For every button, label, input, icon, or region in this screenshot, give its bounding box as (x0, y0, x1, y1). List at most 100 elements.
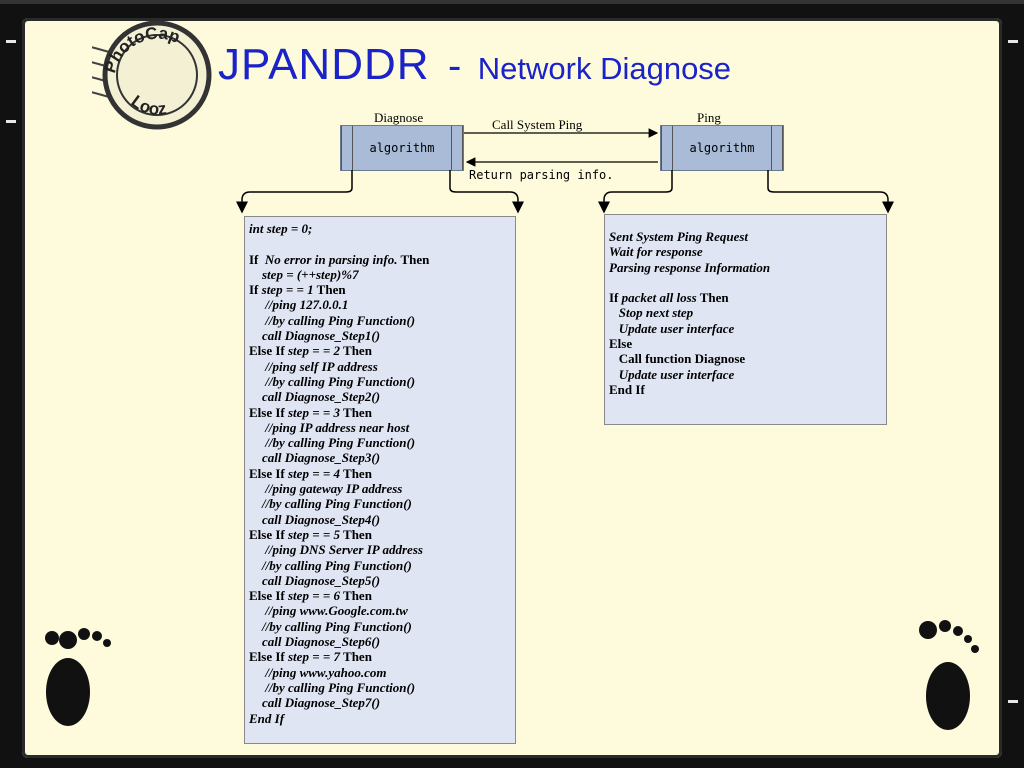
box-side-bar (341, 126, 353, 170)
code-segment: call Diagnose_Step5() (249, 572, 381, 588)
title-separator: - (447, 44, 462, 88)
box-side-bar (771, 126, 783, 170)
code-segment: If (249, 251, 265, 267)
code-line: Update user interface (609, 321, 886, 336)
code-segment: step = = 7 (288, 649, 341, 665)
code-segment: Wait for response (609, 244, 703, 260)
box-side-bar (451, 126, 463, 170)
code-segment: step = = 6 (288, 588, 341, 604)
code-segment: //ping DNS Server IP address (249, 542, 423, 558)
code-segment: Then (397, 251, 430, 267)
left-branch-arrow-2 (449, 170, 524, 214)
return-parsing-label: Return parsing info. (469, 168, 614, 182)
code-line: //ping www.yahoo.com (249, 665, 515, 680)
code-segment: Sent System Ping Request (609, 229, 749, 244)
code-segment: End If (609, 381, 645, 397)
code-line: call Diagnose_Step2() (249, 389, 515, 404)
diagnose-algorithm-text: algorithm (369, 141, 435, 155)
code-segment: Else If (249, 526, 288, 542)
code-line: call Diagnose_Step5() (249, 573, 515, 588)
code-line: Else If step = = 5 Then (249, 527, 515, 542)
code-line: Else If step = = 2 Then (249, 343, 515, 358)
photocap-stamp-icon: PhotoCap Looz (92, 20, 212, 130)
code-segment: step = = 3 (288, 404, 341, 420)
ping-algorithm-box: algorithm (660, 125, 784, 171)
code-segment: Then (340, 588, 372, 604)
code-line: int step = 0; (249, 221, 515, 236)
diagnose-algorithm-box: algorithm (340, 125, 464, 171)
code-line (249, 236, 515, 251)
code-line: call Diagnose_Step1() (249, 328, 515, 343)
code-line: //by calling Ping Function() (249, 496, 515, 511)
right-branch-arrow-1 (598, 170, 673, 214)
edge-mark (1008, 700, 1018, 703)
code-line: //ping gateway IP address (249, 481, 515, 496)
code-line: //ping self IP address (249, 359, 515, 374)
code-line: call Diagnose_Step6() (249, 634, 515, 649)
code-segment: call Diagnose_Step6() (249, 634, 381, 650)
code-line: //by calling Ping Function() (249, 435, 515, 450)
code-line: //by calling Ping Function() (249, 558, 515, 573)
code-segment: Then (340, 649, 372, 665)
code-segment: Else If (249, 588, 288, 604)
code-segment: step = (++step)%7 (249, 266, 359, 282)
top-edge (0, 0, 1024, 4)
code-segment: //by calling Ping Function() (249, 618, 412, 634)
code-segment: Else If (249, 649, 288, 665)
ping-algorithm-text: algorithm (689, 141, 755, 155)
code-segment: If (249, 282, 262, 298)
code-line: Update user interface (609, 367, 886, 382)
code-segment: Call function Diagnose (609, 351, 746, 367)
code-line: //by calling Ping Function() (249, 374, 515, 389)
code-line: //by calling Ping Function() (249, 313, 515, 328)
code-segment: //by calling Ping Function() (249, 435, 416, 451)
code-segment: No error in parsing info. (264, 251, 398, 267)
code-segment: Then (340, 404, 372, 420)
code-line: //ping IP address near host (249, 420, 515, 435)
code-segment: //ping www.yahoo.com (249, 664, 387, 680)
code-line: Sent System Ping Request (609, 229, 886, 244)
code-segment: Then (340, 465, 372, 481)
code-segment: Stop next step (609, 305, 694, 321)
code-line: //by calling Ping Function() (249, 680, 515, 695)
code-segment: Parsing response Information (609, 259, 771, 275)
code-line: Else If step = = 3 Then (249, 405, 515, 420)
code-segment: call Diagnose_Step4() (249, 511, 381, 527)
diagnose-module-label: Diagnose (374, 110, 424, 125)
code-line: End If (609, 382, 886, 397)
code-segment: int step = 0; (249, 221, 313, 236)
code-segment: //ping self IP address (249, 358, 378, 374)
code-line (609, 275, 886, 290)
code-segment: call Diagnose_Step2() (249, 389, 381, 405)
code-line: Call function Diagnose (609, 351, 886, 366)
code-line: Stop next step (609, 305, 886, 320)
code-segment: //ping 127.0.0.1 (249, 297, 349, 313)
code-segment: Update user interface (609, 320, 735, 336)
code-segment: //ping gateway IP address (249, 481, 403, 497)
left-branch-arrow-1 (236, 170, 353, 214)
code-segment: Else (609, 336, 633, 352)
footprint-right-icon (919, 620, 979, 730)
code-line: End If (249, 711, 515, 726)
code-segment: Else If (249, 343, 288, 359)
box-side-bar (661, 126, 673, 170)
code-line: Wait for response (609, 244, 886, 259)
code-segment: Else If (249, 404, 288, 420)
code-segment: call Diagnose_Step3() (249, 450, 381, 466)
code-line: Else If step = = 7 Then (249, 649, 515, 664)
edge-mark (1008, 40, 1018, 43)
code-segment: Update user interface (609, 366, 735, 382)
code-segment: //by calling Ping Function() (249, 373, 416, 389)
code-line: call Diagnose_Step4() (249, 512, 515, 527)
code-line: //ping www.Google.com.tw (249, 603, 515, 618)
right-branch-arrow-2 (767, 170, 894, 214)
code-line: If No error in parsing info. Then (249, 252, 515, 267)
code-line: //ping 127.0.0.1 (249, 297, 515, 312)
code-line: Else If step = = 6 Then (249, 588, 515, 603)
code-segment: //by calling Ping Function() (249, 312, 416, 328)
code-segment: //ping IP address near host (249, 419, 410, 435)
title-main: JPANDDR (218, 40, 430, 89)
call-system-ping-label: Call System Ping (492, 117, 583, 132)
title-sub: Network Diagnose (477, 51, 732, 86)
